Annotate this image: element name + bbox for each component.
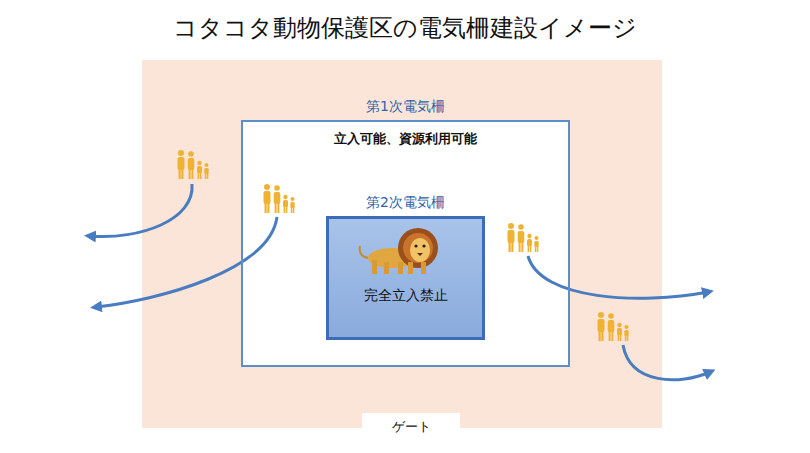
- movement-arrows: [90, 184, 710, 380]
- fence-heading: 第1次電気柵: [243, 98, 568, 116]
- reserve-area: [142, 60, 662, 428]
- gate-box: ゲート: [362, 413, 460, 442]
- diagram-title: コタコタ動物保護区の電気柵建設イメージ: [0, 12, 810, 44]
- zone-one-ground: [241, 120, 570, 367]
- lion: [360, 228, 438, 274]
- fence-heading: 第2次電気柵: [329, 194, 482, 212]
- zone-two-ground: [326, 216, 485, 340]
- zone-note: 完全立入禁止: [329, 287, 482, 305]
- zone-note: 立入可能、資源利用可能: [243, 130, 568, 148]
- gate-ground: [362, 413, 460, 442]
- fence-two: 第2次電気柵完全立入禁止: [326, 216, 485, 340]
- people-groups: [178, 150, 629, 341]
- gate-label: ゲート: [362, 418, 460, 436]
- fence-one: 第1次電気柵立入可能、資源利用可能第2次電気柵完全立入禁止: [241, 120, 570, 367]
